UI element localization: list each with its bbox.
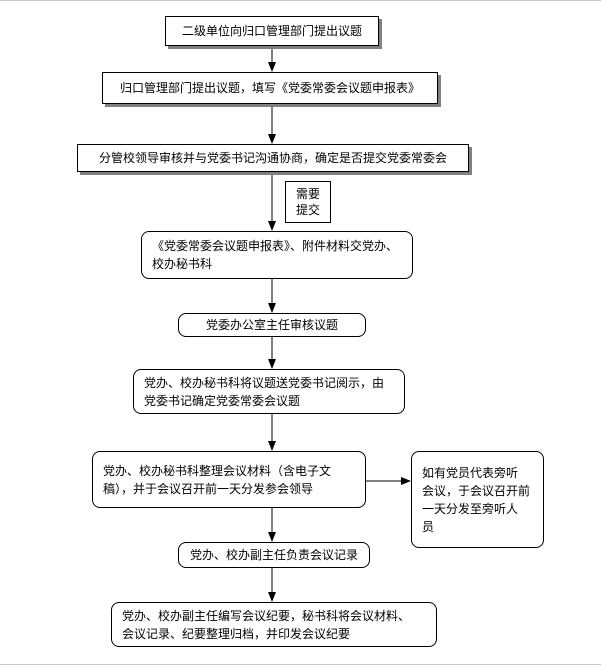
step-4-box: 《党委常委会议题申报表》、附件材料交党办、 校办秘书科 [141, 231, 413, 279]
step-9-line-2: 会议记录、纪要整理归档，并印发会议纪要 [122, 626, 351, 641]
step-8-box: 党办、校办副主任负责会议记录 [178, 542, 370, 568]
step-7-box: 党办、校办秘书科整理会议材料（含电子文 稿），并于会议召开前一天分发参会领导 [92, 451, 366, 508]
step-6-line-1: 党办、校办秘书科将议题送党委书记阅示，由 [144, 375, 385, 390]
submit-note-line-2: 提交 [295, 203, 320, 217]
submit-note-line-1: 需要 [295, 187, 320, 201]
step-5-text: 党委办公室主任审核议题 [205, 318, 338, 332]
step-2-box: 归口管理部门提出议题，填写《党委常委会议题申报表》 [102, 72, 438, 104]
step-1-text: 二级单位向归口管理部门提出议题 [181, 24, 362, 38]
step-4-line-1: 《党委常委会议题申报表》、附件材料交党办、 [152, 239, 399, 253]
side-note-line-2: 会议，于会议召开前 [422, 483, 531, 498]
side-note-line-1: 如有党员代表旁听 [422, 465, 519, 480]
bottom-border-line [0, 664, 601, 665]
side-note-line-3: 一天分发至旁听人 [422, 501, 519, 516]
step-7-line-1: 党办、校办秘书科整理会议材料（含电子文 [103, 463, 332, 478]
step-5-box: 党委办公室主任审核议题 [178, 313, 366, 337]
step-6-box: 党办、校办秘书科将议题送党委书记阅示，由 党委书记确定党委常委会议题 [133, 369, 405, 414]
step-4-line-2: 校办秘书科 [152, 257, 213, 271]
step-9-box: 党办、校办副主任编写会议纪要，秘书科将会议材料、 会议记录、纪要整理归档，并印发… [111, 602, 437, 647]
step-2-text: 归口管理部门提出议题，填写《党委常委会议题申报表》 [119, 81, 420, 95]
step-3-text: 分管校领导审核并与党委书记沟通协商，确定是否提交党委常委会 [98, 151, 447, 165]
top-border-line [0, 0, 601, 1]
submit-note-box: 需要 提交 [285, 181, 331, 223]
step-6-line-2: 党委书记确定党委常委会议题 [144, 393, 301, 408]
side-note-box: 如有党员代表旁听 会议，于会议召开前 一天分发至旁听人 员 [411, 451, 544, 548]
step-8-text: 党办、校办副主任负责会议记录 [189, 548, 358, 562]
side-note-line-4: 员 [422, 519, 435, 534]
step-9-line-1: 党办、校办副主任编写会议纪要，秘书科将会议材料、 [122, 608, 411, 623]
step-3-box: 分管校领导审核并与党委书记沟通协商，确定是否提交党委常委会 [77, 144, 469, 172]
step-1-box: 二级单位向归口管理部门提出议题 [165, 16, 379, 46]
step-7-line-2: 稿），并于会议召开前一天分发参会领导 [103, 481, 314, 496]
